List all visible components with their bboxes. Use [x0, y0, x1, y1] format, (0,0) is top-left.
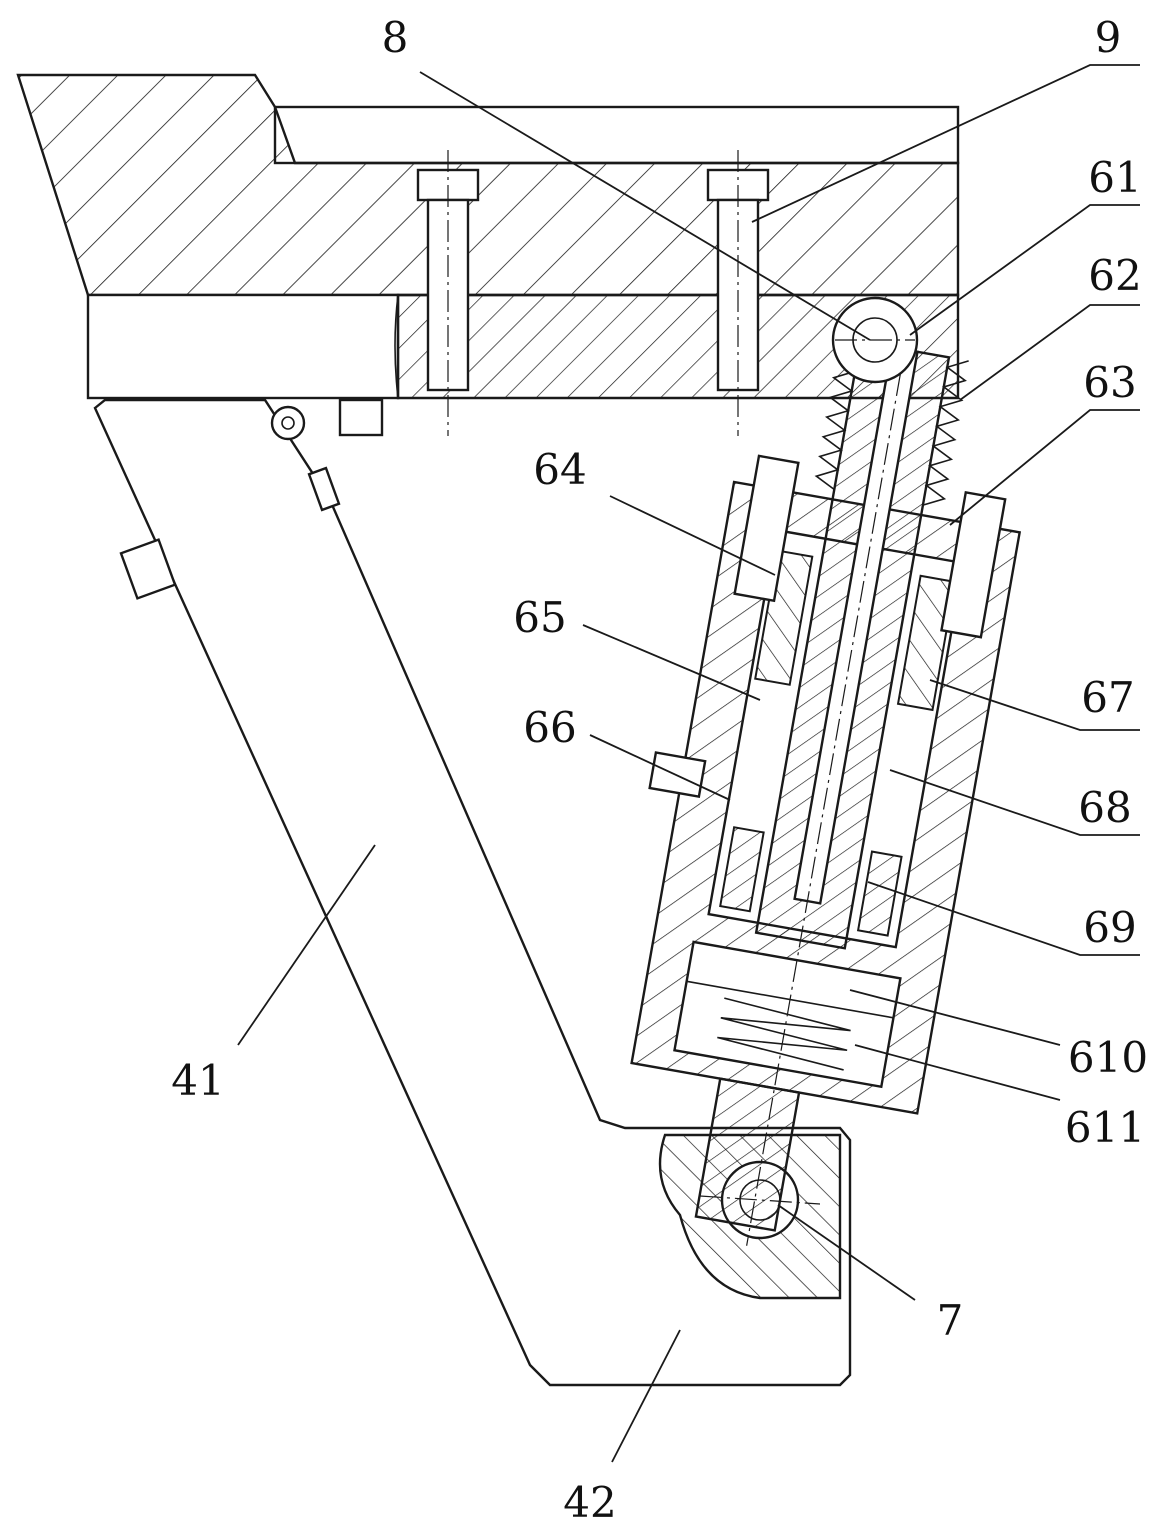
- label-66: 66: [523, 703, 576, 752]
- top-pivot: [831, 296, 919, 384]
- label-8: 8: [382, 13, 409, 62]
- label-67: 67: [1081, 673, 1134, 722]
- label-64: 64: [533, 445, 586, 494]
- label-63: 63: [1083, 358, 1136, 407]
- bolt-left: [416, 150, 480, 436]
- label-65: 65: [513, 593, 566, 642]
- label-42: 42: [563, 1478, 616, 1527]
- cylinder-assembly: [630, 337, 1022, 1246]
- label-611: 611: [1065, 1103, 1145, 1152]
- leader-lines: [237, 64, 1140, 1463]
- callout-labels: 8 9 61 62 63 64 65 66 67 68 69 610 611 4…: [171, 13, 1148, 1527]
- label-68: 68: [1078, 783, 1131, 832]
- label-7: 7: [937, 1296, 964, 1345]
- middle-plate: [86, 293, 960, 400]
- label-41: 41: [171, 1056, 224, 1105]
- label-69: 69: [1083, 903, 1136, 952]
- label-9: 9: [1095, 13, 1122, 62]
- label-61: 61: [1088, 153, 1141, 202]
- label-62: 62: [1088, 251, 1141, 300]
- top-plate: [273, 105, 960, 165]
- label-610: 610: [1068, 1033, 1148, 1082]
- bolt-right: [706, 150, 770, 436]
- bracket-arm: [93, 398, 852, 1387]
